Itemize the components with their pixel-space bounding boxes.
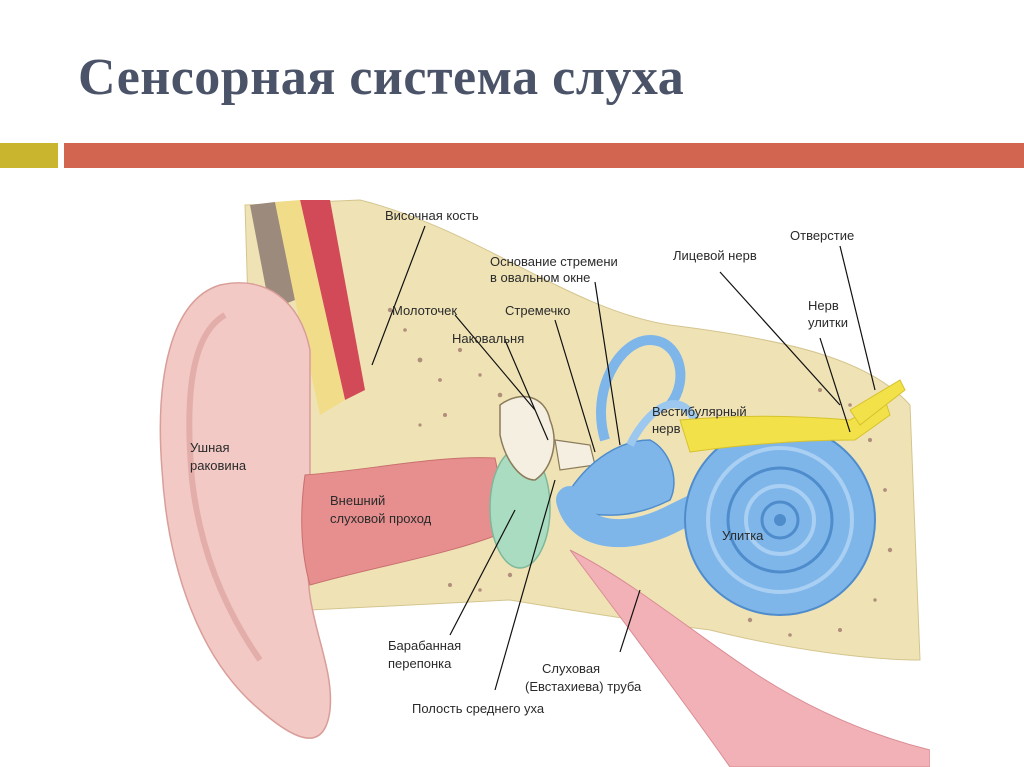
label-middle-ear-cavity: Полость среднего уха bbox=[412, 701, 545, 716]
stapes-shape bbox=[554, 439, 596, 471]
ear-canal bbox=[301, 457, 511, 586]
label-auricle-2: раковина bbox=[190, 458, 247, 473]
label-opening: Отверстие bbox=[790, 228, 854, 243]
muscle-layer bbox=[300, 200, 365, 400]
label-eardrum-1: Барабанная bbox=[388, 638, 461, 653]
accent-bar-left bbox=[0, 143, 58, 168]
label-vestibular-nerve-1: Вестибулярный bbox=[652, 404, 747, 419]
label-cochlear-nerve-2: улитки bbox=[808, 315, 848, 330]
label-eustachian-1: Слуховая bbox=[542, 661, 600, 676]
label-stapes-base-2: в овальном окне bbox=[490, 270, 590, 285]
eustachian-tube bbox=[569, 549, 930, 767]
label-vestibular-nerve-2: нерв bbox=[652, 421, 681, 436]
label-stapes-base-1: Основание стремени bbox=[490, 254, 618, 269]
label-auricle-1: Ушная bbox=[190, 440, 230, 455]
label-malleus: Молоточек bbox=[392, 303, 457, 318]
vestibule bbox=[569, 439, 675, 516]
accent-bar-right bbox=[64, 143, 1024, 168]
label-eardrum-2: перепонка bbox=[388, 656, 452, 671]
auricle-inner bbox=[186, 312, 263, 662]
label-stapes: Стремечко bbox=[505, 303, 570, 318]
cochlea bbox=[684, 424, 876, 616]
semicircular-canals-2 bbox=[626, 400, 699, 447]
label-cochlea: Улитка bbox=[722, 528, 764, 543]
label-temporal-bone: Височная кость bbox=[385, 208, 479, 223]
vestibular-nerve bbox=[679, 399, 891, 453]
facial-nerve bbox=[849, 379, 906, 426]
label-ear-canal-1: Внешний bbox=[330, 493, 385, 508]
label-cochlear-nerve-1: Нерв bbox=[808, 298, 839, 313]
label-facial-nerve: Лицевой нерв bbox=[673, 248, 757, 263]
fat-layer bbox=[275, 200, 345, 415]
leader-lines bbox=[371, 225, 876, 691]
ear-anatomy-diagram: Височная кость Основание стремени в овал… bbox=[159, 199, 930, 767]
auricle-shape bbox=[159, 282, 332, 739]
label-ear-canal-2: слуховой проход bbox=[330, 511, 432, 526]
slide-title: Сенсорная система слуха bbox=[78, 49, 685, 106]
ossicles bbox=[499, 395, 555, 481]
scalp-layer bbox=[250, 202, 295, 310]
semicircular-canals bbox=[596, 334, 686, 442]
bone-texture bbox=[387, 307, 893, 637]
label-eustachian-2: (Евстахиева) труба bbox=[525, 679, 642, 694]
label-incus: Наковальня bbox=[452, 331, 524, 346]
